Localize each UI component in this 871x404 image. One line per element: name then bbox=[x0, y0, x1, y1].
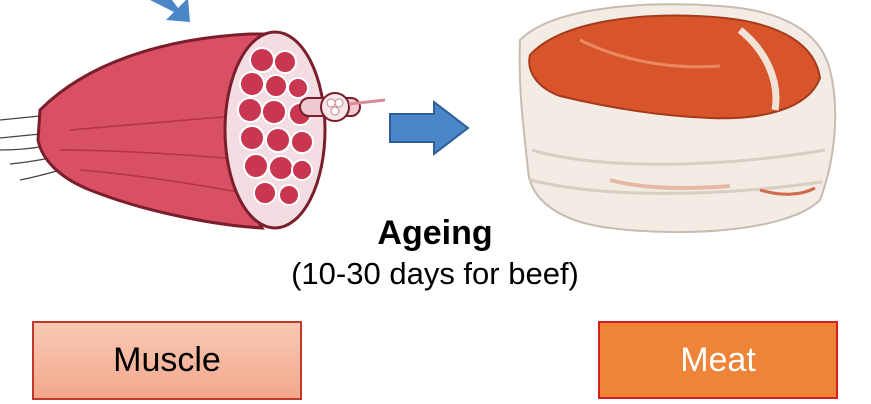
muscle-label-box: Muscle bbox=[32, 321, 302, 400]
meat-label-box: Meat bbox=[598, 321, 838, 399]
diagonal-arrow-icon bbox=[150, 0, 190, 22]
ageing-duration: (10-30 days for beef) bbox=[200, 254, 670, 294]
ageing-title: Ageing bbox=[200, 212, 670, 254]
muscle-label: Muscle bbox=[113, 341, 221, 380]
right-arrow-icon bbox=[388, 100, 470, 156]
meat-photo bbox=[490, 0, 850, 240]
meat-label: Meat bbox=[680, 341, 756, 380]
muscle-illustration bbox=[0, 0, 400, 245]
fascicle-detail bbox=[300, 93, 385, 121]
ageing-caption: Ageing (10-30 days for beef) bbox=[200, 212, 670, 294]
